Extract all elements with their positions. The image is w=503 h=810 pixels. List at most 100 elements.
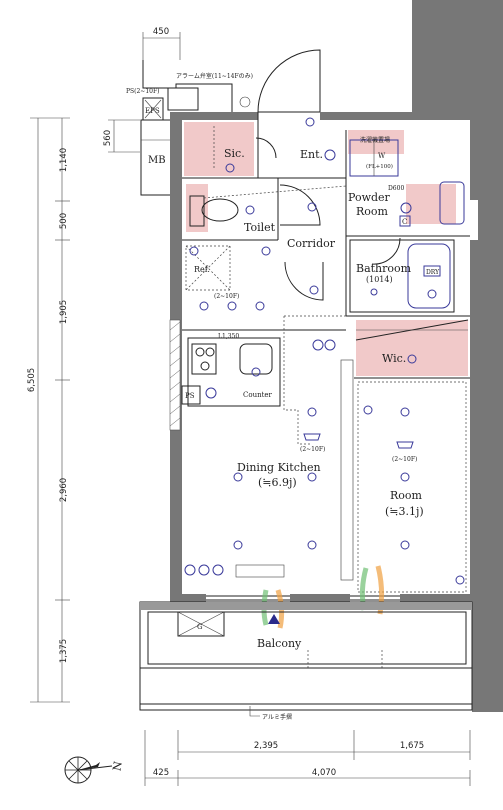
toilet-tank xyxy=(189,195,205,227)
toilet-zone xyxy=(186,184,208,232)
room-label-corridor: Corridor xyxy=(287,237,336,250)
powder-room: W (FL+100) 洗濯機置場 Powder Room D600 C xyxy=(348,136,465,227)
dim-bottom-upper-2: 1,675 xyxy=(400,741,424,751)
kitchen-floor-note: (2~10F) xyxy=(214,293,239,300)
walk-in-closet: Wic. xyxy=(355,319,469,365)
room-label-room-size: (≒3.1j) xyxy=(385,505,424,518)
outdoor-unit-marker xyxy=(268,614,280,624)
light-icon xyxy=(427,289,437,299)
light-icon xyxy=(370,288,378,296)
wic-zone xyxy=(356,320,468,376)
bathroom-size: (1014) xyxy=(366,275,393,284)
washer-outlet-icon xyxy=(205,387,217,399)
light-icon xyxy=(324,149,336,161)
bath-area xyxy=(349,239,455,313)
washer-pan-height: (FL+100) xyxy=(366,163,393,170)
fridge-space xyxy=(185,245,231,291)
downlight-icon xyxy=(396,441,414,449)
light-icon xyxy=(307,202,317,212)
vanity-depth-label: D600 xyxy=(388,185,404,192)
dim-mb: 560 xyxy=(103,130,113,146)
room-floor-note: (2~10F) xyxy=(392,456,417,463)
handrail-label: アルミ手摺 xyxy=(262,713,292,721)
outlet-r-icon xyxy=(324,339,336,351)
intercom-icon xyxy=(312,339,324,351)
sink xyxy=(239,343,273,375)
outlet-icon xyxy=(261,246,271,256)
gas-meter xyxy=(177,611,225,637)
dim-left-total: 6,505 xyxy=(27,368,37,392)
light-icon xyxy=(400,472,410,482)
light-icon xyxy=(307,407,317,417)
kitchen-upper: Ref. (2~10F) L1,350 xyxy=(185,245,271,340)
sic-zone xyxy=(184,122,254,176)
room-label-dining-kitchen-size: (≒6.9j) xyxy=(258,476,297,489)
corridor: Corridor xyxy=(279,184,336,301)
vanity-zone xyxy=(406,184,456,224)
dim-bottom-lower-2: 4,070 xyxy=(312,768,336,778)
bedroom: (2~10F) Room (≒3.1j) xyxy=(357,381,467,593)
shoe-closet: Sic. xyxy=(213,126,245,173)
outlet-c xyxy=(399,215,411,227)
light-icon xyxy=(245,205,255,215)
dim-left-2: 500 xyxy=(59,213,69,229)
north-label: N xyxy=(110,760,125,772)
mb-label: MB xyxy=(148,155,166,166)
room-label-entrance: Ent. xyxy=(300,148,323,161)
toilet-bowl xyxy=(201,198,239,222)
washer-zone-label: 洗濯機置場 xyxy=(360,136,390,144)
light-icon xyxy=(199,301,209,311)
dim-left-4: 2,960 xyxy=(59,478,69,502)
light-icon xyxy=(233,472,243,482)
tv-outlet-icon xyxy=(184,564,196,576)
dk-floor-note: (2~10F) xyxy=(300,446,325,453)
room-label-dining-kitchen: Dining Kitchen xyxy=(237,461,321,474)
light-icon xyxy=(239,96,251,108)
counter-label: Counter xyxy=(243,391,273,399)
toilet: Toilet xyxy=(189,185,347,234)
dim-bottom-lower-1: 425 xyxy=(153,768,169,778)
ps-box xyxy=(181,385,201,405)
dim-left-3: 1,905 xyxy=(59,300,69,324)
dim-bottom-upper-1: 2,395 xyxy=(254,741,278,751)
light-icon xyxy=(255,301,265,311)
downlight-icon xyxy=(303,433,321,441)
bathtub xyxy=(407,243,451,309)
entrance: Ent. xyxy=(255,49,336,161)
north-compass-icon xyxy=(64,756,113,784)
light-icon xyxy=(309,285,319,295)
outlet-icon xyxy=(189,246,199,256)
light-icon xyxy=(400,202,412,214)
light-icon xyxy=(305,117,315,127)
ps-floors-label: PS(2~10F) xyxy=(126,88,159,95)
top-dimension: 450 xyxy=(142,27,181,60)
lowered-ceiling-label: L1,350 xyxy=(218,333,239,340)
room-label-balcony: Balcony xyxy=(257,637,302,650)
dryer-icon xyxy=(423,265,441,277)
counter-outline xyxy=(187,337,281,407)
room-label-wic: Wic. xyxy=(382,352,406,365)
ps-label: PS xyxy=(185,392,195,400)
room-label-toilet: Toilet xyxy=(244,221,276,234)
svg-text:C: C xyxy=(402,218,407,226)
dim-left-5: 1,375 xyxy=(59,639,69,663)
fridge-label: Ref. xyxy=(194,265,210,274)
eps-label: EPS xyxy=(145,107,160,115)
phone-outlet-icon xyxy=(198,564,210,576)
room-label-sic: Sic. xyxy=(224,147,245,160)
light-icon xyxy=(400,540,410,550)
room-label-bathroom: Bathroom xyxy=(356,262,412,275)
basin xyxy=(439,181,465,225)
dim-top: 450 xyxy=(153,27,169,37)
balcony: G Balcony アルミ手摺 xyxy=(139,601,473,721)
light-icon xyxy=(400,407,410,417)
room-label-powder-1: Powder xyxy=(348,191,391,204)
alarm-valve-label: アラーム弁室(11~14Fのみ) xyxy=(176,72,253,80)
light-icon xyxy=(307,472,317,482)
cooktop xyxy=(191,343,217,375)
room-label-room: Room xyxy=(390,489,423,502)
ac-unit xyxy=(235,564,285,578)
dryer-label: DRY xyxy=(426,269,440,276)
light-icon xyxy=(251,367,261,377)
